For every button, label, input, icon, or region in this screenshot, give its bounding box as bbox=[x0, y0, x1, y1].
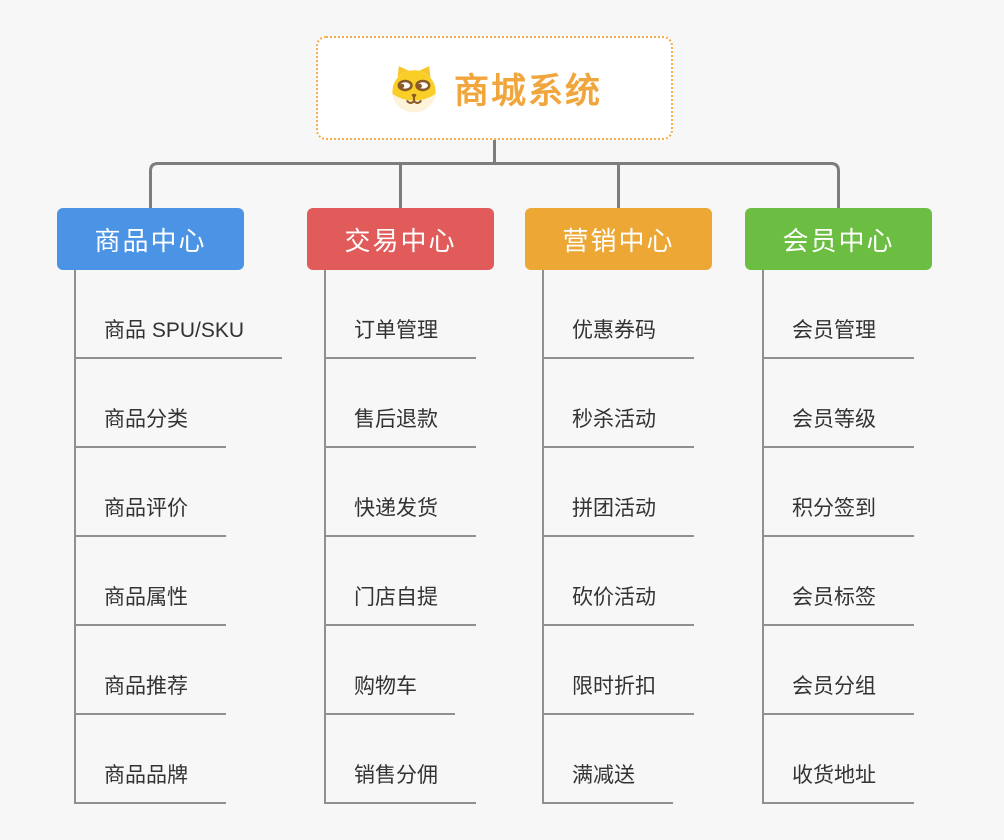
branch-product-center: 商品中心 商品 SPU/SKU 商品分类 商品评价 商品属性 商品推荐 商品品牌 bbox=[57, 208, 283, 804]
branch-marketing-center: 营销中心 优惠券码 秒杀活动 拼团活动 砍价活动 限时折扣 满减送 bbox=[525, 208, 712, 804]
leaf-label: 商品推荐 bbox=[76, 670, 226, 715]
list-item[interactable]: 购物车 bbox=[326, 626, 494, 715]
list-item[interactable]: 销售分佣 bbox=[326, 715, 494, 804]
list-item[interactable]: 砍价活动 bbox=[544, 537, 712, 626]
leaf-label: 门店自提 bbox=[326, 581, 476, 626]
branch-header-product-center[interactable]: 商品中心 bbox=[57, 208, 244, 270]
leaf-label: 商品品牌 bbox=[76, 759, 226, 804]
branch-header-member-center[interactable]: 会员中心 bbox=[745, 208, 932, 270]
leaf-label: 收货地址 bbox=[764, 759, 914, 804]
branch-header-trade-center[interactable]: 交易中心 bbox=[307, 208, 494, 270]
leaf-label: 会员管理 bbox=[764, 314, 914, 359]
leaf-label: 销售分佣 bbox=[326, 759, 476, 804]
list-item[interactable]: 会员等级 bbox=[764, 359, 932, 448]
branch-list: 会员管理 会员等级 积分签到 会员标签 会员分组 收货地址 bbox=[762, 270, 932, 804]
list-item[interactable]: 限时折扣 bbox=[544, 626, 712, 715]
leaf-label: 限时折扣 bbox=[544, 670, 694, 715]
branch-member-center: 会员中心 会员管理 会员等级 积分签到 会员标签 会员分组 收货地址 bbox=[745, 208, 932, 804]
list-item[interactable]: 商品评价 bbox=[76, 448, 282, 537]
list-item[interactable]: 门店自提 bbox=[326, 537, 494, 626]
leaf-label: 订单管理 bbox=[326, 314, 476, 359]
root-title: 商城系统 bbox=[453, 71, 602, 111]
list-item[interactable]: 优惠券码 bbox=[544, 270, 712, 359]
leaf-label: 满减送 bbox=[544, 759, 673, 804]
list-item[interactable]: 售后退款 bbox=[326, 359, 494, 448]
list-item[interactable]: 秒杀活动 bbox=[544, 359, 712, 448]
list-item[interactable]: 收货地址 bbox=[764, 715, 932, 804]
leaf-label: 拼团活动 bbox=[544, 492, 694, 537]
leaf-label: 商品属性 bbox=[76, 581, 226, 626]
branch-trade-center: 交易中心 订单管理 售后退款 快递发货 门店自提 购物车 销售分佣 bbox=[307, 208, 494, 804]
branch-rail-line bbox=[149, 162, 840, 208]
branch-list: 订单管理 售后退款 快递发货 门店自提 购物车 销售分佣 bbox=[324, 270, 494, 804]
leaf-label: 会员分组 bbox=[764, 670, 914, 715]
leaf-label: 积分签到 bbox=[764, 492, 914, 537]
list-item[interactable]: 会员标签 bbox=[764, 537, 932, 626]
leaf-label: 购物车 bbox=[326, 670, 455, 715]
leaf-label: 秒杀活动 bbox=[544, 403, 694, 448]
leaf-label: 会员等级 bbox=[764, 403, 914, 448]
list-item[interactable]: 会员管理 bbox=[764, 270, 932, 359]
list-item[interactable]: 商品属性 bbox=[76, 537, 282, 626]
leaf-label: 商品评价 bbox=[76, 492, 226, 537]
leaf-label: 售后退款 bbox=[326, 403, 476, 448]
branch-list: 优惠券码 秒杀活动 拼团活动 砍价活动 限时折扣 满减送 bbox=[542, 270, 712, 804]
branch-list: 商品 SPU/SKU 商品分类 商品评价 商品属性 商品推荐 商品品牌 bbox=[74, 270, 283, 804]
list-item[interactable]: 商品推荐 bbox=[76, 626, 282, 715]
leaf-label: 快递发货 bbox=[326, 492, 476, 537]
root-node[interactable]: 商城系统 bbox=[316, 36, 673, 140]
leaf-label: 优惠券码 bbox=[544, 314, 694, 359]
list-item[interactable]: 拼团活动 bbox=[544, 448, 712, 537]
list-item[interactable]: 商品分类 bbox=[76, 359, 282, 448]
list-item[interactable]: 满减送 bbox=[544, 715, 712, 804]
list-item[interactable]: 快递发货 bbox=[326, 448, 494, 537]
list-item[interactable]: 会员分组 bbox=[764, 626, 932, 715]
dog-icon bbox=[392, 66, 436, 113]
leaf-label: 商品 SPU/SKU bbox=[76, 314, 283, 359]
leaf-label: 会员标签 bbox=[764, 581, 914, 626]
leaf-label: 商品分类 bbox=[76, 403, 226, 448]
list-item[interactable]: 商品 SPU/SKU bbox=[76, 270, 283, 359]
branch-header-marketing-center[interactable]: 营销中心 bbox=[525, 208, 712, 270]
list-item[interactable]: 积分签到 bbox=[764, 448, 932, 537]
leaf-label: 砍价活动 bbox=[544, 581, 694, 626]
list-item[interactable]: 商品品牌 bbox=[76, 715, 282, 804]
list-item[interactable]: 订单管理 bbox=[326, 270, 494, 359]
